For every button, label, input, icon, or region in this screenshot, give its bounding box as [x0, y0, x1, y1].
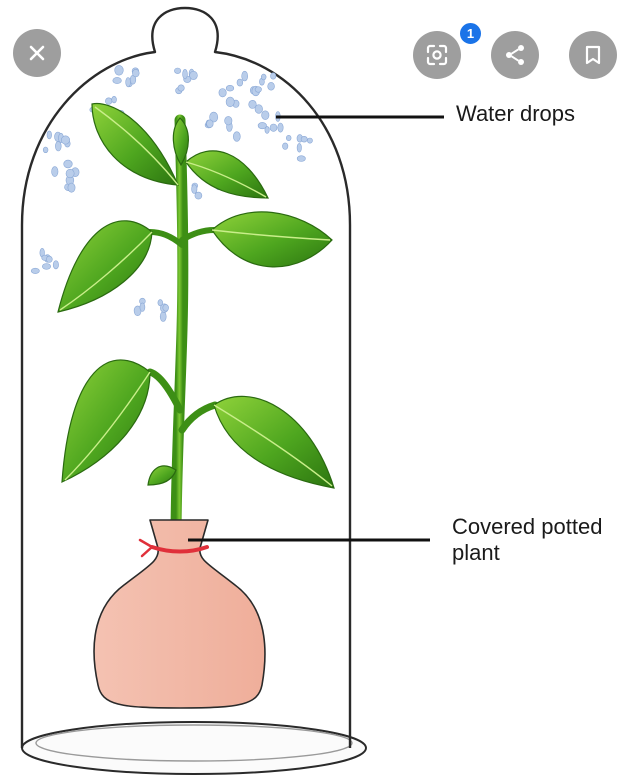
- water-drop: [190, 71, 198, 79]
- water-drop: [43, 147, 48, 153]
- water-drop: [268, 82, 275, 90]
- water-drop: [192, 185, 197, 194]
- plant-leaves: [58, 104, 334, 488]
- water-drop: [301, 136, 307, 142]
- water-drop: [255, 105, 263, 114]
- flower-pot: [94, 520, 265, 708]
- water-drop: [270, 124, 277, 131]
- water-drop: [112, 96, 117, 103]
- close-button[interactable]: [13, 29, 61, 77]
- water-drop: [307, 138, 312, 143]
- water-drop: [42, 264, 50, 270]
- water-drop: [105, 98, 112, 105]
- water-drop: [113, 77, 122, 83]
- water-drop: [219, 89, 226, 97]
- water-drop: [237, 79, 243, 86]
- water-drop: [47, 131, 52, 139]
- water-drop: [225, 116, 232, 125]
- water-drop: [68, 183, 75, 192]
- water-drop: [46, 256, 52, 262]
- plant-stem-side: [182, 405, 215, 430]
- leaf: [58, 221, 152, 312]
- save-button[interactable]: [569, 31, 617, 79]
- close-icon: [27, 43, 47, 63]
- water-drop: [160, 312, 166, 322]
- leaf: [92, 104, 178, 185]
- lens-search-button[interactable]: [413, 31, 461, 79]
- label-line-1: Covered potted: [452, 514, 602, 540]
- water-drop: [283, 143, 288, 150]
- water-drop: [115, 65, 124, 75]
- water-drop: [207, 120, 214, 128]
- water-drop: [242, 71, 248, 81]
- google-lens-icon: [425, 43, 449, 67]
- lens-badge: 1: [458, 21, 483, 46]
- water-drop: [261, 74, 266, 80]
- water-drop: [297, 156, 305, 162]
- water-drop: [183, 69, 188, 79]
- water-drop: [31, 268, 39, 273]
- water-drop: [195, 192, 202, 199]
- water-drop: [178, 85, 184, 91]
- water-drop: [126, 78, 131, 87]
- water-drop: [163, 304, 169, 311]
- water-drop: [132, 69, 139, 77]
- share-button[interactable]: [491, 31, 539, 79]
- label-line-2: plant: [452, 540, 602, 566]
- water-drop: [61, 136, 69, 144]
- glass-plate: [22, 722, 366, 774]
- water-drop: [262, 111, 269, 120]
- water-drop: [140, 303, 145, 312]
- water-drop: [297, 143, 301, 152]
- water-drop: [64, 160, 73, 168]
- water-drop: [278, 123, 283, 132]
- water-drop: [233, 132, 240, 142]
- water-drop: [53, 261, 58, 269]
- water-drop: [226, 97, 234, 107]
- label-covered-potted-plant: Covered potted plant: [452, 514, 602, 566]
- water-drop: [52, 167, 58, 177]
- bookmark-icon: [582, 44, 604, 66]
- water-drop: [271, 73, 276, 79]
- leaf: [62, 360, 150, 482]
- water-drop: [258, 122, 266, 128]
- water-drop: [286, 135, 291, 140]
- water-drop: [174, 68, 180, 74]
- water-drop: [255, 87, 261, 93]
- water-drop: [226, 85, 234, 91]
- label-water-drops: Water drops: [456, 101, 575, 127]
- share-icon: [503, 43, 527, 67]
- water-drop: [66, 169, 74, 178]
